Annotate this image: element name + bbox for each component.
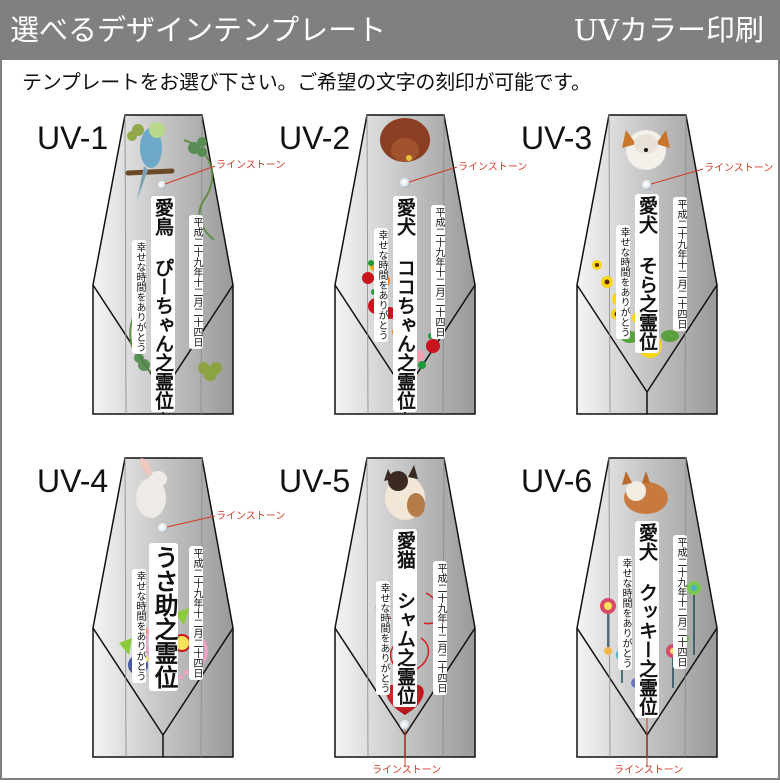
pet-name-text: 愛犬 クッキー之霊位 [635,521,659,718]
header-bar: 選べるデザインテンプレート UVカラー印刷 [0,0,780,60]
rhinestone-label: ラインストーン [216,160,286,171]
template-card-uv-3[interactable]: UV-3 ラインストーン 愛犬 そら之霊位 平成二十九年十二月二十四日 幸せな時… [518,100,773,440]
message-text: 幸せな時間をありがとう [618,556,632,670]
template-label: UV-4 [37,463,109,499]
message-text: 幸せな時間をありがとう [374,228,388,342]
siamese-cat-image [384,465,425,520]
date-text: 平成二十九年十二月二十四日 [673,535,687,669]
corgi-image [622,471,668,514]
date-text: 平成二十九年十二月二十四日 [431,205,445,339]
pet-name-text: 愛猫 シャム之霊位 [393,529,417,707]
papillon-image [622,130,670,170]
template-card-uv-2[interactable]: UV-2 ラインストーン 愛犬 ココちゃん之霊位 平成二十九年十二月二十四日 幸… [276,100,528,440]
template-card-uv-6[interactable]: UV-6 ラインストーン 愛犬 クッキー之霊位 平成二十九年十二月二十四日 幸せ… [518,443,768,783]
rhinestone-icon [158,181,166,189]
template-label: UV-1 [37,120,109,156]
template-label: UV-2 [279,120,351,156]
template-label: UV-3 [521,120,593,156]
rabbit-image [136,458,167,518]
template-card-uv-5[interactable]: UV-5 ラインストーン 愛猫 シャム之霊位 平成二十九年十二月二十四日 幸せな… [276,443,526,783]
rhinestone-icon [400,720,410,730]
message-text: 幸せな時間をありがとう [376,581,390,695]
content-panel [0,60,780,780]
template-card-uv-4[interactable]: UV-4 ラインストーン うさ助之霊位 平成二十九年十二月二十四日 幸せな時間を… [34,443,286,783]
rhinestone-icon [400,178,410,188]
message-text: 幸せな時間をありがとう [616,225,630,339]
rhinestone-icon [158,523,168,533]
poodle-image [380,118,430,162]
rhinestone-label: ラインストーン [614,765,684,776]
message-text: 幸せな時間をありがとう [132,569,146,683]
template-label: UV-5 [279,463,351,499]
message-text: 幸せな時間をありがとう [132,240,146,354]
template-card-uv-1[interactable]: UV-1 ラインストーン 愛鳥 ぴーちゃん之霊位 平成二十九年十二月二十四日 幸… [34,100,286,440]
template-label: UV-6 [521,463,593,499]
rhinestone-label: ラインストーン [372,765,442,776]
pet-name-text: 愛犬 そら之霊位 [635,194,659,353]
rhinestone-label: ラインストーン [458,162,528,173]
pet-name-text: 愛犬 ココちゃん之霊位 [393,196,417,412]
intro-text: テンプレートをお選び下さい。ご希望の文字の刻印が可能です。 [22,70,591,94]
print-type-title: UVカラー印刷 [573,13,764,47]
date-text: 平成二十九年十二月二十四日 [433,561,447,695]
pet-name-text: 愛鳥 ぴーちゃん之霊位 [151,196,175,412]
page-title: 選べるデザインテンプレート [10,13,387,47]
rhinestone-icon [642,180,652,190]
date-text: 平成二十九年十二月二十四日 [673,197,687,331]
rhinestone-label: ラインストーン [216,511,286,522]
rhinestone-label: ラインストーン [704,163,774,174]
pet-name-text: うさ助之霊位 [149,543,178,691]
date-text: 平成二十九年十二月二十四日 [189,546,203,680]
parakeet-image [125,122,175,200]
date-text: 平成二十九年十二月二十四日 [189,215,203,349]
